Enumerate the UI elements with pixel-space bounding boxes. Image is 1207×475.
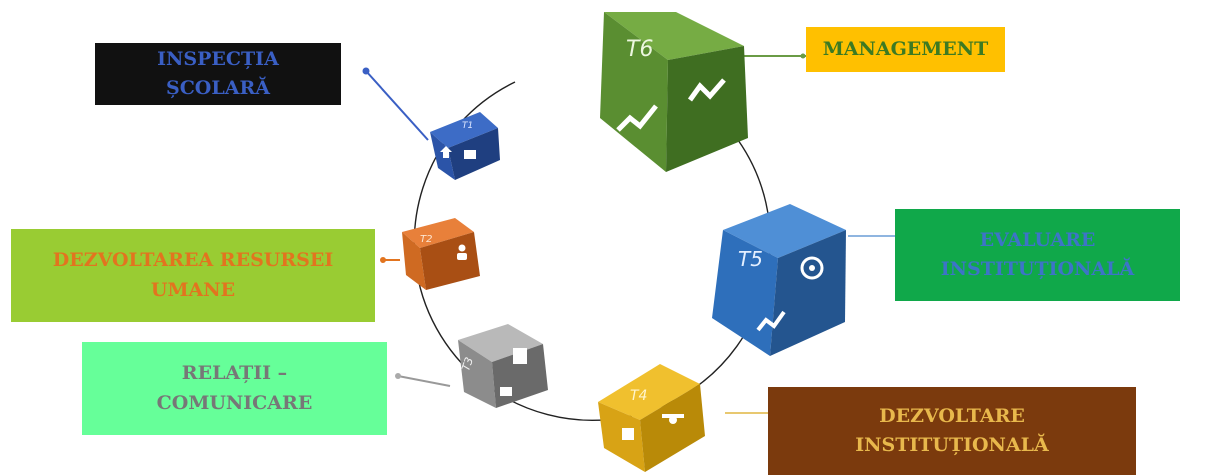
- label-dezvoltare-institutionala: DEZVOLTARE INSTITUȚIONALĂ: [768, 387, 1136, 475]
- label-inspectia-scolara: INSPECȚIA ȘCOLARĂ: [95, 43, 341, 105]
- cube-t2: T2: [402, 218, 480, 290]
- cube-label-t3: T3: [459, 355, 476, 372]
- cube-t5: T5: [712, 204, 846, 356]
- cube-label-t4: T4: [630, 388, 647, 404]
- cube-label-t1: T1: [462, 121, 473, 131]
- label-line: INSPECȚIA: [157, 47, 279, 70]
- label-dezvoltarea-resursei-umane: DEZVOLTAREA RESURSEI UMANE: [11, 229, 375, 322]
- label-line: RELAȚII –: [181, 362, 288, 385]
- cube-t3: T3: [458, 324, 548, 408]
- label-line: INSTITUȚIONALĂ: [940, 258, 1135, 280]
- target-chart-icon: [756, 256, 824, 332]
- label-line: ȘCOLARĂ: [165, 77, 270, 99]
- people-icon: [457, 244, 467, 260]
- document-icon: [500, 348, 527, 396]
- label-line: COMUNICARE: [156, 391, 313, 414]
- label-management: MANAGEMENT: [806, 27, 1005, 72]
- connector-t2: [380, 257, 400, 263]
- label-relatii-comunicare: RELAȚII – COMUNICARE: [82, 342, 387, 435]
- cube-t1: T1: [430, 112, 500, 180]
- tools-icon: [622, 414, 684, 440]
- label-line: INSTITUȚIONALĂ: [855, 434, 1049, 456]
- label-evaluare-institutionala: EVALUARE INSTITUȚIONALĂ: [895, 209, 1180, 301]
- house-mail-icon: [440, 146, 476, 159]
- cube-t6: T6: [600, 12, 748, 172]
- cube-label-t2: T2: [420, 234, 432, 245]
- label-line: MANAGEMENT: [822, 37, 989, 60]
- connector-t3: [395, 373, 451, 387]
- connector-t6: [742, 53, 806, 59]
- label-line: DEZVOLTARE: [879, 404, 1025, 427]
- cube-label-t6: T6: [626, 37, 653, 62]
- label-line: EVALUARE: [979, 228, 1096, 251]
- chart-growth-icon: [616, 78, 726, 132]
- label-line: UMANE: [150, 278, 236, 301]
- cube-label-t5: T5: [738, 247, 763, 271]
- cube-t4: T4: [598, 364, 705, 472]
- connector-t1: [362, 67, 429, 141]
- label-line: DEZVOLTAREA RESURSEI: [52, 249, 334, 272]
